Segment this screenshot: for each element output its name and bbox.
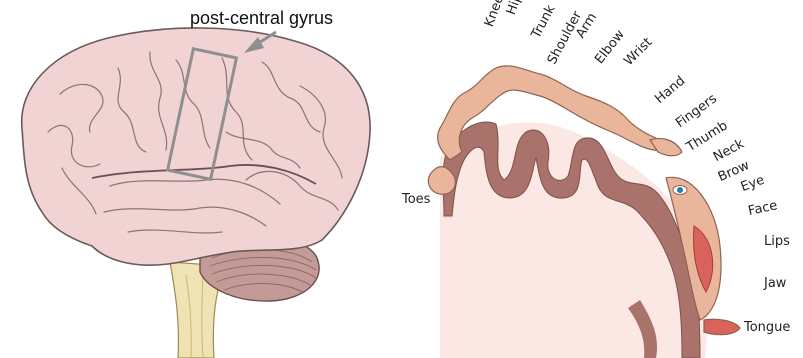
brain-illustration — [0, 0, 400, 358]
label-lips: Lips — [764, 234, 790, 249]
label-tongue: Tongue — [744, 320, 790, 335]
brain-lateral-panel: post-central gyrus — [0, 0, 400, 358]
cerebrum — [22, 28, 370, 265]
homunculus-panel: Knee Hip Trunk Shoulder Arm Elbow Wrist … — [400, 0, 803, 358]
post-central-gyrus-label: post-central gyrus — [190, 8, 333, 29]
eye — [673, 186, 687, 195]
label-jaw: Jaw — [764, 276, 786, 291]
label-toes: Toes — [402, 192, 430, 207]
